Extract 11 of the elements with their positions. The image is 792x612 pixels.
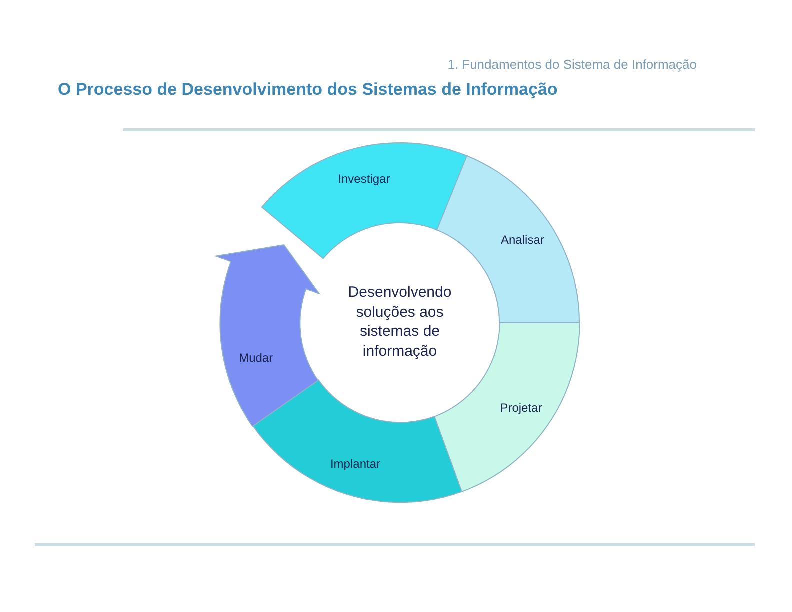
center-text: Desenvolvendo soluções aos sistemas de informação [338, 283, 462, 361]
segment-label: Analisar [501, 233, 544, 248]
cycle-segment [252, 380, 462, 503]
section-heading: 1. Fundamentos do Sistema de Informação [448, 57, 697, 72]
segment-label: Projetar [500, 400, 542, 415]
segment-label: Implantar [330, 457, 380, 472]
segment-label: Mudar [239, 350, 274, 365]
cycle-segment [262, 143, 468, 259]
segment-label: Investigar [338, 172, 390, 186]
slide-title: O Processo de Desenvolvimento dos Sistemas de Informação [58, 80, 558, 100]
cycle-arrow-segment [216, 244, 320, 426]
